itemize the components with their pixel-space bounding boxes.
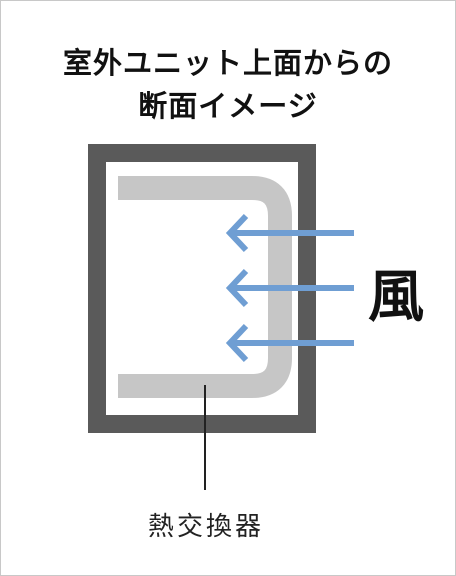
arrow-left-icon xyxy=(225,323,354,363)
diagram-title-line2: 断面イメージ xyxy=(138,89,318,123)
diagram-title-line1: 室外ユニット上面からの xyxy=(62,46,393,80)
arrow-left-icon xyxy=(225,213,354,253)
wind-label: 風 xyxy=(368,264,424,330)
heat-exchanger-label: 熱交換器 xyxy=(147,512,264,542)
wind-arrows xyxy=(225,213,354,363)
arrow-left-icon xyxy=(225,268,354,308)
